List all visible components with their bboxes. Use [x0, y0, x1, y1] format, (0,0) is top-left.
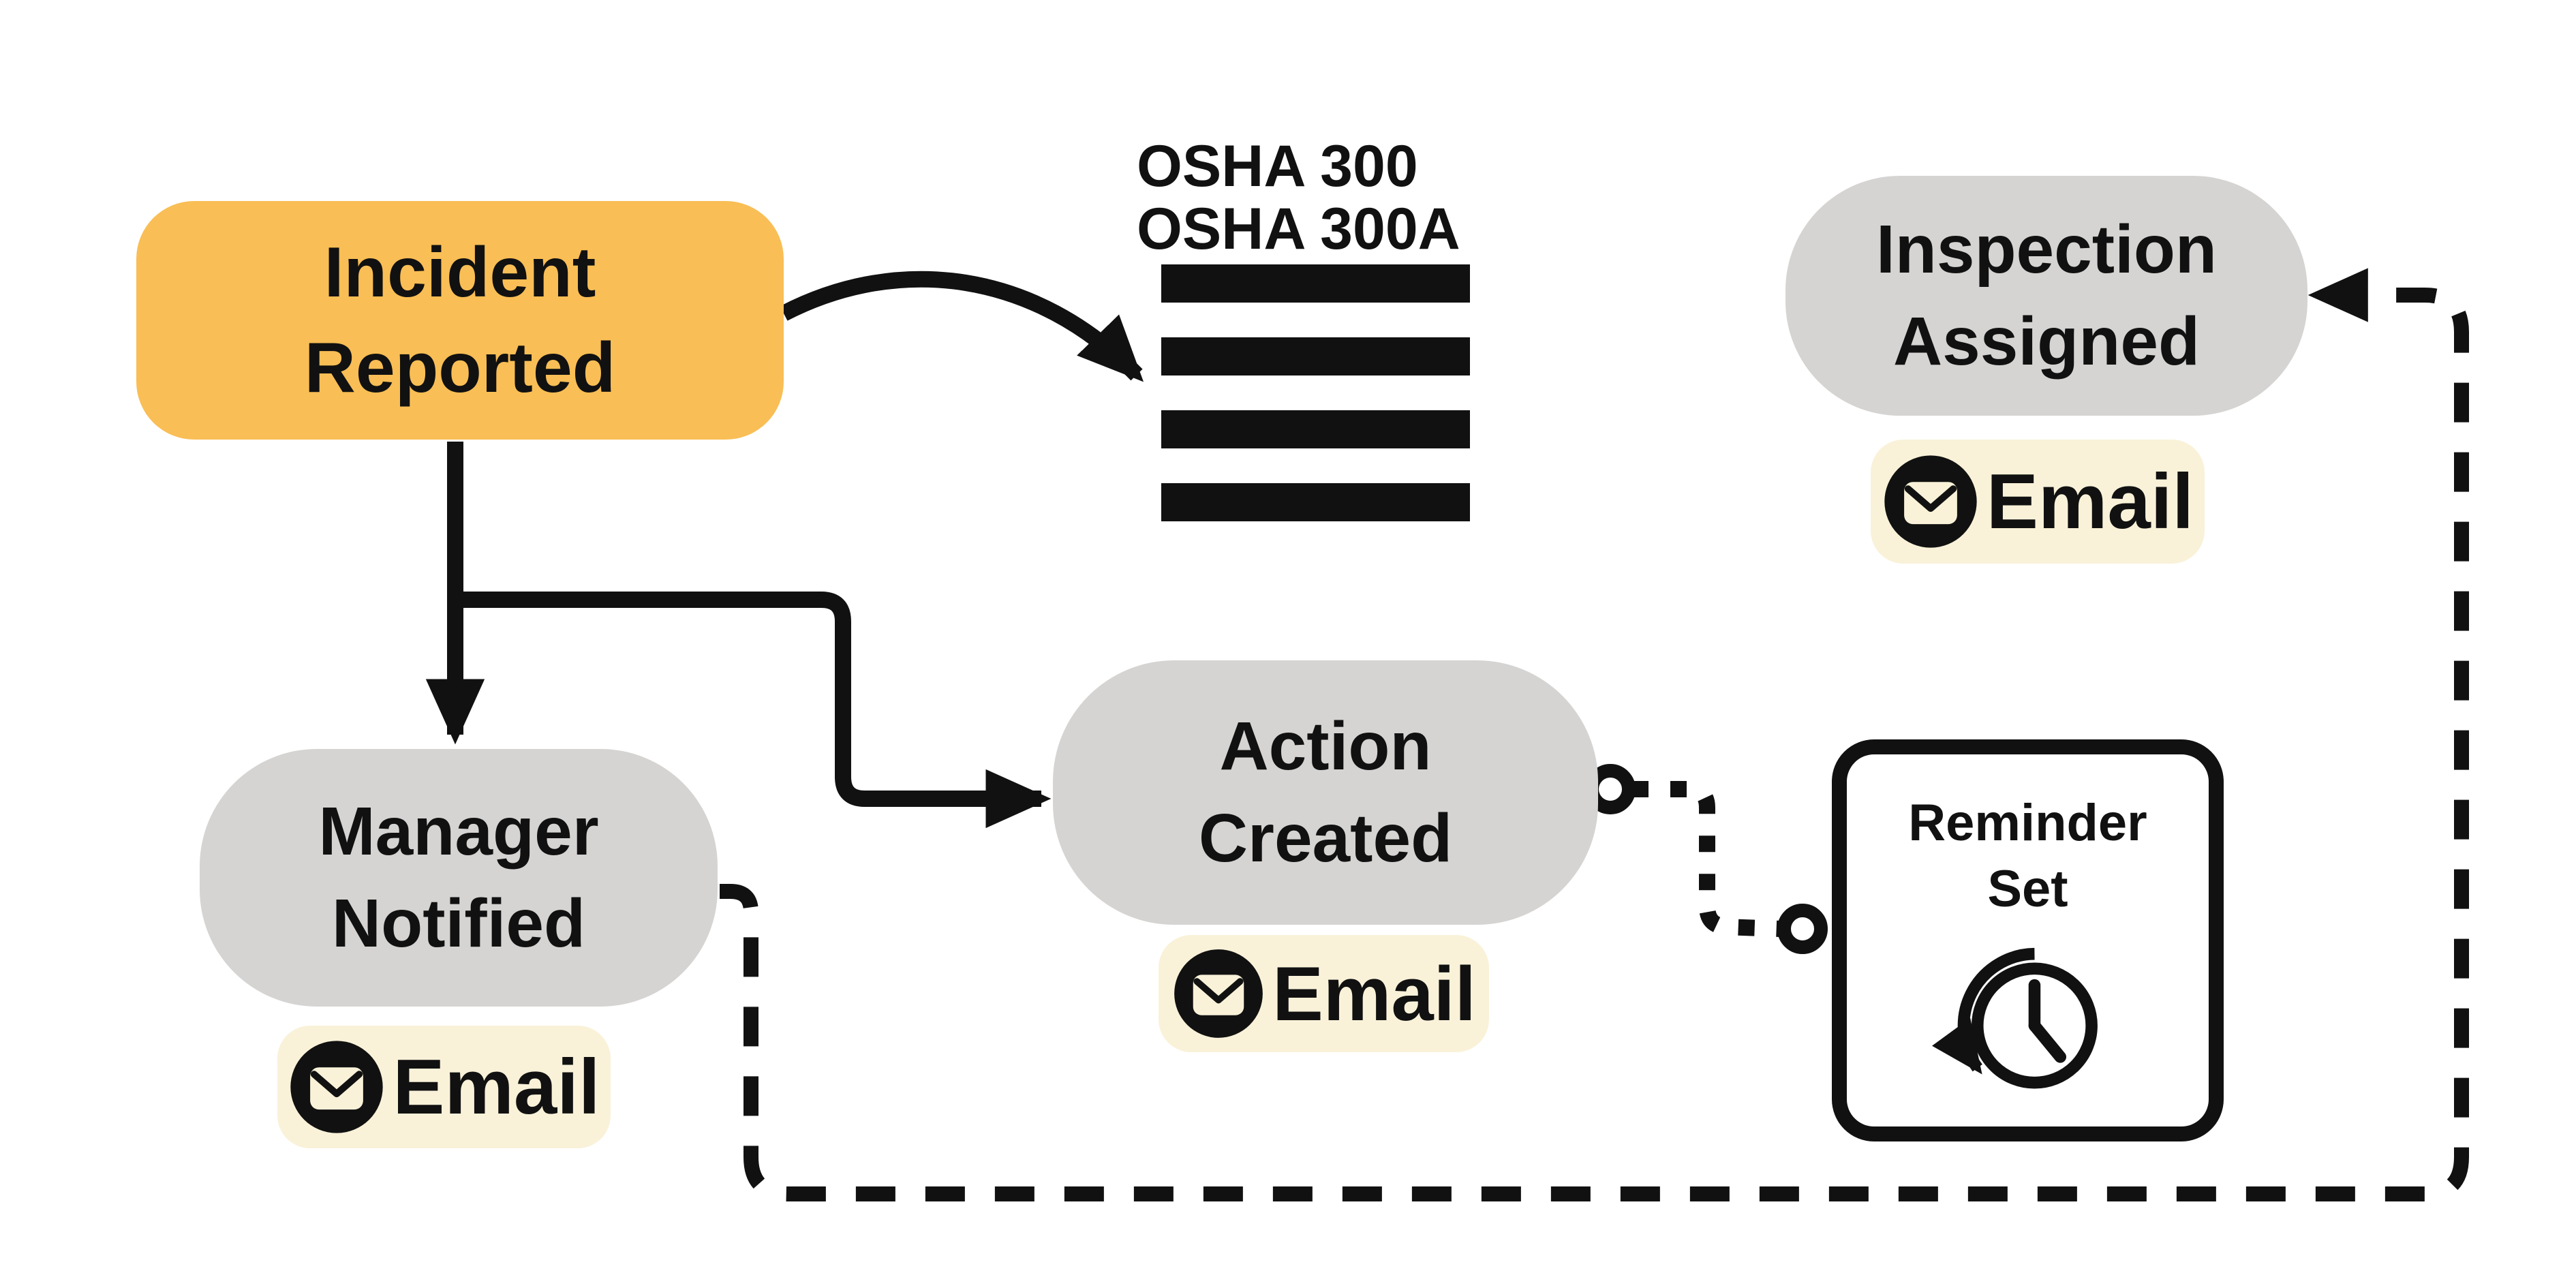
email-icon: [1884, 455, 1977, 548]
email-badge-inspection: Email: [1871, 440, 2205, 564]
arrow-incident-to-action-created: [455, 592, 1052, 829]
node-label-line: Inspection: [1875, 211, 2218, 288]
document-bar: [1161, 264, 1470, 303]
email-badge-action: Email: [1159, 935, 1489, 1052]
email-icon: [290, 1041, 384, 1133]
node-label-line: Created: [1198, 800, 1453, 876]
dashed-connector-manager-to-inspection: [720, 268, 2469, 1201]
node-inspection-assigned: Inspection Assigned: [1785, 176, 2307, 416]
node-manager-notified: Manager Notified: [200, 749, 718, 1007]
node-label-line: Incident: [324, 232, 596, 312]
connector-ring-reminder-set: [1777, 904, 1828, 954]
document-bar: [1161, 483, 1470, 521]
node-label-line: Action: [1219, 708, 1432, 784]
dotted-connector-action-to-reminder: [1632, 781, 1781, 937]
node-action-created: Action Created: [1053, 660, 1598, 925]
osha-300a-label: OSHA 300A: [1137, 196, 1460, 262]
email-icon: [1174, 949, 1263, 1038]
email-badge-label: Email: [1986, 458, 2194, 545]
document-bar: [1161, 337, 1470, 375]
document-bars-icon: [1161, 264, 1470, 521]
osha-document-label: OSHA 300 OSHA 300A: [1137, 135, 1460, 260]
email-badge-manager: Email: [277, 1026, 611, 1148]
node-label-line: Reminder: [1908, 794, 2147, 852]
email-badge-label: Email: [1272, 951, 1476, 1037]
node-label-line: Notified: [331, 885, 586, 962]
node-incident-reported: Incident Reported: [136, 201, 784, 440]
email-badge-label: Email: [393, 1043, 600, 1131]
node-label-line: Assigned: [1892, 303, 2201, 380]
node-label-line: Manager: [318, 793, 599, 870]
arrow-incident-to-osha-document: [780, 271, 1144, 382]
osha-300-label: OSHA 300: [1137, 134, 1418, 199]
document-bar: [1161, 410, 1470, 448]
history-clock-icon: [1931, 947, 2098, 1089]
node-reminder-set: Reminder Set: [1832, 739, 2224, 1141]
node-label-line: Set: [1987, 860, 2068, 919]
node-label-line: Reported: [304, 328, 616, 408]
reminder-set-label: Reminder Set: [1908, 790, 2147, 923]
